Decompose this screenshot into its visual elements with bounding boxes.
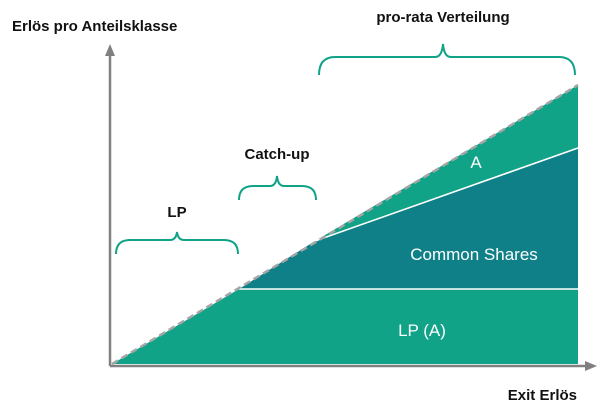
x-axis-arrow [585,361,597,371]
axes [105,44,597,371]
y-axis-arrow [105,44,115,56]
phase-label-pro-rata: pro-rata Verteilung [376,9,509,26]
y-axis-label: Erlös pro Anteilsklasse [12,18,177,35]
reference-line [111,83,579,366]
x-axis-label: Exit Erlös [508,387,577,404]
region-common-shares [239,148,578,289]
region-lp-a [112,289,578,364]
region-label-a: A [470,153,482,172]
phase-label-catch-up: Catch-up [245,146,310,163]
region-label-lp-a: LP (A) [398,321,446,340]
divider-common-a [314,147,579,242]
brace-lp [115,231,239,255]
phase-label-lp: LP [167,204,186,221]
region-label-common-shares: Common Shares [410,245,538,264]
brace-catch-up [238,175,317,201]
brace-pro-rata [318,43,576,76]
